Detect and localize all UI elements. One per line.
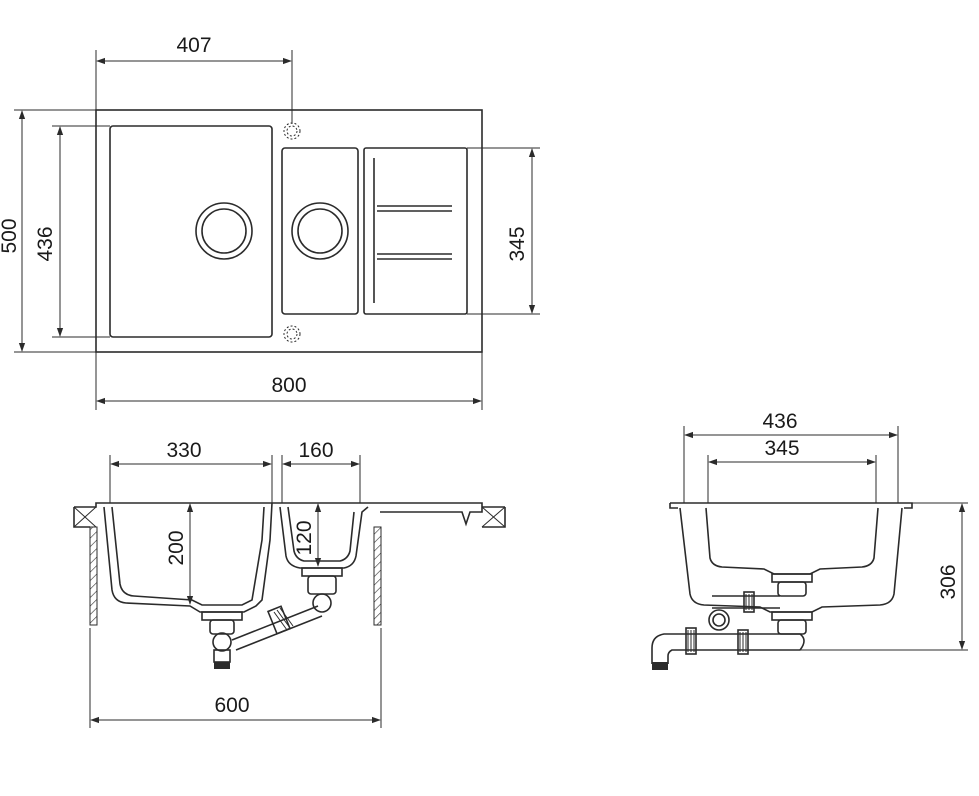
- main-drain-icon: [195, 202, 253, 260]
- dimension-side-436: 436: [683, 410, 899, 503]
- small-bowl-profile: [279, 506, 369, 569]
- sink-outline: [95, 109, 483, 353]
- dimension-345: 345: [467, 147, 540, 315]
- top-view: 407 500 436 345 800: [0, 34, 540, 410]
- main-waste-fitting-icon: [201, 611, 243, 669]
- dimension-label: 500: [0, 218, 21, 253]
- small-bowl-outline: [281, 147, 359, 315]
- dimension-436: 436: [34, 125, 110, 338]
- dimension-label: 160: [298, 439, 333, 462]
- dimension-label: 600: [214, 694, 249, 717]
- overflow-pipe-icon: [231, 605, 323, 651]
- dimension-800: 800: [95, 352, 483, 410]
- main-bowl-profile: [103, 502, 273, 613]
- side-section-view: 436 345 306: [651, 410, 968, 670]
- side-upper-waste-icon: [708, 573, 813, 631]
- overflow-hole-icon: [283, 325, 301, 343]
- small-drain-icon: [291, 202, 349, 260]
- dimension-160: 160: [281, 439, 361, 503]
- dimension-label: 407: [176, 34, 211, 57]
- front-section-view: 330 160 200 120 600: [73, 439, 506, 728]
- dimension-label: 200: [165, 530, 188, 565]
- dimension-label: 345: [764, 437, 799, 460]
- dimension-label: 436: [34, 226, 57, 261]
- dimension-500: 500: [0, 109, 96, 353]
- dimension-306: 306: [800, 502, 968, 651]
- drainer-outline: [363, 147, 468, 315]
- dimension-label: 345: [506, 226, 529, 261]
- drainer-rib: [377, 253, 452, 260]
- dimension-120: 120: [293, 503, 322, 567]
- cabinet-wall-right: [373, 526, 382, 626]
- side-lower-waste-icon: [651, 611, 813, 670]
- dimension-label: 800: [271, 374, 306, 397]
- small-waste-fitting-icon: [301, 567, 343, 613]
- tap-hole-icon: [283, 122, 301, 140]
- drainer-rib: [377, 205, 452, 212]
- dimension-600: 600: [89, 628, 382, 728]
- worktop-edge-left: [73, 506, 97, 528]
- worktop-edge-right: [481, 506, 506, 528]
- side-rim-profile: [669, 502, 913, 509]
- dimension-side-345: 345: [707, 437, 877, 503]
- dimension-330: 330: [109, 439, 273, 503]
- dimension-label: 120: [293, 520, 316, 555]
- dimension-200: 200: [165, 503, 194, 605]
- dimension-407: 407: [95, 34, 293, 124]
- dimension-label: 306: [937, 564, 960, 599]
- dimension-label: 436: [762, 410, 797, 433]
- dimension-label: 330: [166, 439, 201, 462]
- cabinet-wall-left: [89, 526, 98, 626]
- main-bowl-outline: [109, 125, 273, 338]
